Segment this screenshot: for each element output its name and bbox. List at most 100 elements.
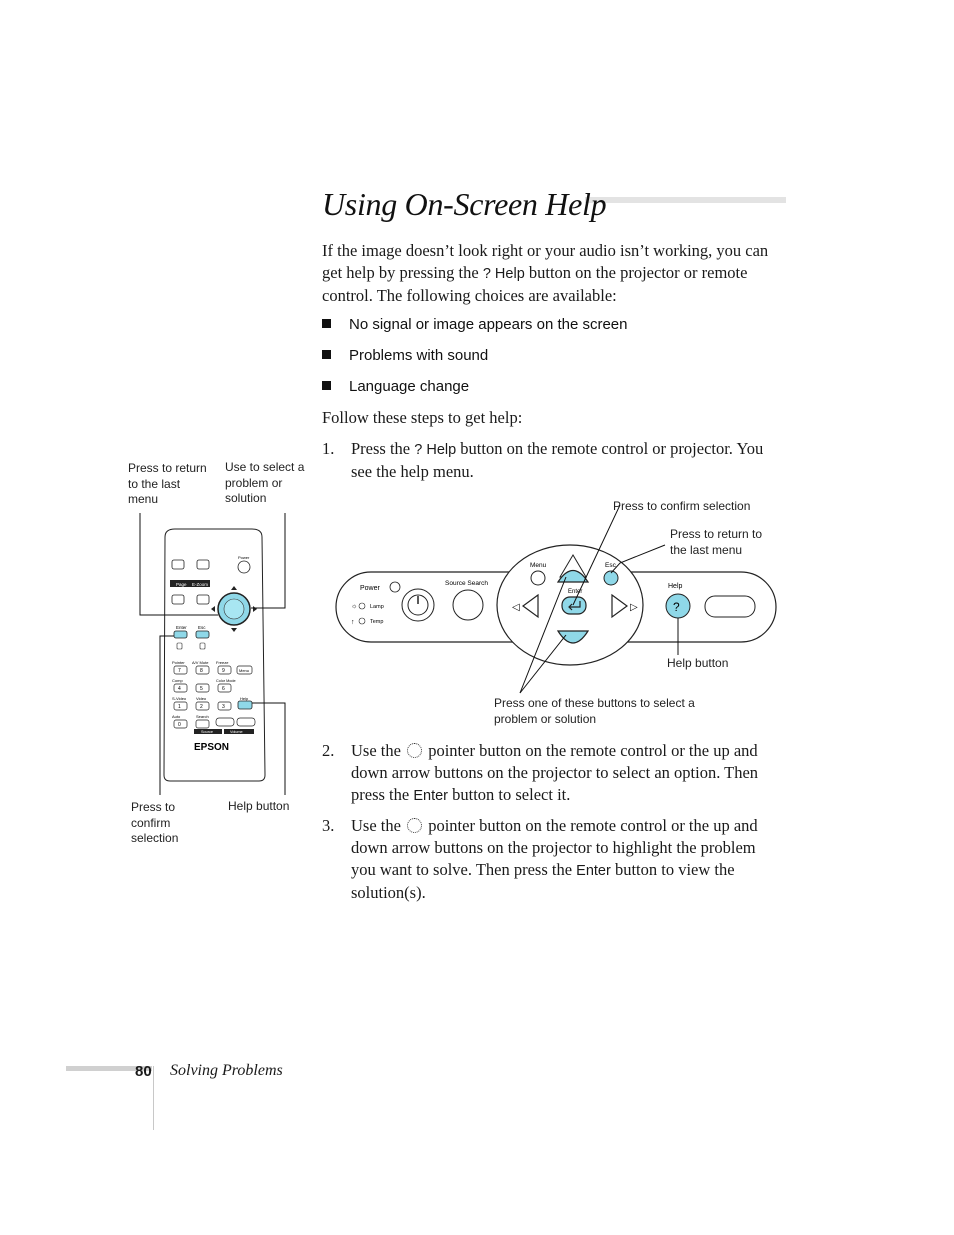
page-title: Using On-Screen Help bbox=[322, 186, 607, 222]
remote-ezoom-text: E-Zoom bbox=[192, 582, 208, 587]
svg-text:Volume: Volume bbox=[230, 730, 243, 734]
remote-control-illustration: Power Page E-Zoom Enter Esc Pointer A/V … bbox=[139, 513, 286, 795]
keypad-button bbox=[173, 665, 188, 675]
svg-text:8: 8 bbox=[200, 668, 203, 674]
callout-line bbox=[139, 513, 218, 616]
keypad-button bbox=[195, 665, 210, 675]
remote-colormode-text: Color Mode bbox=[216, 679, 236, 683]
remote-svideo-text: S-Video bbox=[172, 696, 187, 701]
remote-pointer-text: Pointer bbox=[172, 660, 185, 665]
step-1: 1. Press the ? Help button on the remote… bbox=[322, 439, 764, 481]
volume-down-icon: ◁ bbox=[512, 602, 520, 613]
panel-help-label: Help button bbox=[667, 656, 729, 670]
panel-temp-text: Temp bbox=[370, 619, 383, 625]
pointer-icon bbox=[407, 818, 423, 833]
remote-help-label: Help button bbox=[228, 799, 290, 813]
bullet-item: No signal or image appears on the screen bbox=[322, 316, 628, 333]
menu-button bbox=[530, 570, 546, 586]
remote-button bbox=[196, 559, 210, 570]
svg-text:Source: Source bbox=[201, 730, 213, 734]
page-number: 80 bbox=[135, 1063, 152, 1080]
keypad-button bbox=[217, 683, 232, 693]
step-number: 1. bbox=[322, 439, 335, 458]
source-search-button bbox=[452, 589, 484, 621]
panel-lamp-text: Lamp bbox=[370, 604, 384, 610]
arrow-left-icon bbox=[211, 606, 215, 612]
svg-text:1: 1 bbox=[178, 704, 181, 710]
remote-auto-text: Auto bbox=[172, 714, 181, 719]
enter-key-label: Enter bbox=[576, 863, 611, 879]
sensor-window bbox=[704, 595, 756, 618]
bullet-item: Problems with sound bbox=[322, 347, 488, 364]
volume-up-icon: ▷ bbox=[630, 602, 638, 613]
remote-return-label: Press to return to the last menu bbox=[128, 461, 207, 506]
remote-select-label: Use to select a problem or solution bbox=[225, 460, 305, 505]
keypad-button bbox=[173, 719, 188, 729]
svg-text:9: 9 bbox=[222, 668, 225, 674]
panel-return-label: Press to return to the last menu bbox=[670, 527, 763, 557]
keypad-button bbox=[173, 683, 188, 693]
keypad-button bbox=[217, 701, 232, 711]
intro-text-2: button on the projector or remote contro… bbox=[322, 263, 748, 305]
remote-freeze-text: Freeze bbox=[216, 660, 229, 665]
callout-line bbox=[610, 544, 666, 574]
footer-bar bbox=[66, 1066, 152, 1071]
lamp-icon: ☼ bbox=[351, 603, 357, 610]
temp-icon: ↑ bbox=[351, 619, 355, 626]
enter-button bbox=[173, 630, 188, 639]
remote-button bbox=[196, 594, 210, 605]
panel-select-label: Press one of these buttons to select a p… bbox=[494, 696, 695, 726]
footer-divider bbox=[153, 1066, 154, 1130]
remote-avmute-text: A/V Mute bbox=[192, 660, 209, 665]
heading-rule bbox=[585, 197, 786, 203]
intro-paragraph: If the image doesn’t look right or your … bbox=[322, 240, 782, 307]
panel-esc-text: Esc bbox=[605, 562, 617, 569]
volume-bar bbox=[224, 729, 254, 734]
follow-text: Follow these steps to get help: bbox=[322, 408, 523, 427]
remote-confirm-label: Press to confirm selection bbox=[131, 800, 179, 845]
help-key-label: ? Help bbox=[414, 442, 457, 458]
bullet-square bbox=[322, 381, 331, 390]
help-icon: ? bbox=[673, 600, 680, 614]
enter-icon bbox=[568, 601, 581, 611]
step-number: 2. bbox=[322, 741, 335, 760]
arrow-up-icon bbox=[231, 586, 237, 590]
intro-text-1: If the image doesn’t look right or your … bbox=[322, 241, 769, 282]
step-3: 3. Use the pointer button on the remote … bbox=[322, 816, 758, 902]
lamp-light bbox=[358, 602, 366, 610]
step-2: 2. Use the pointer button on the remote … bbox=[322, 741, 759, 804]
remote-page-text: Page bbox=[176, 582, 187, 587]
bullet-item: Language change bbox=[322, 378, 469, 395]
remote-button bbox=[171, 594, 185, 605]
left-arrow-button bbox=[521, 593, 539, 619]
callout-line bbox=[252, 702, 286, 795]
callout-line bbox=[519, 634, 567, 694]
remote-enter-text: Enter bbox=[176, 625, 187, 630]
power-icon bbox=[237, 560, 251, 574]
svg-text:7: 7 bbox=[178, 668, 181, 674]
remote-video-text: Video bbox=[196, 696, 207, 701]
help-key bbox=[237, 700, 253, 710]
volume-key bbox=[236, 717, 256, 727]
remote-power-text: Power bbox=[238, 555, 250, 560]
power-light bbox=[389, 581, 401, 593]
remote-search-text: Search bbox=[196, 714, 209, 719]
svg-text:Menu: Menu bbox=[239, 668, 249, 673]
section-name: Solving Problems bbox=[170, 1062, 283, 1079]
step-number: 3. bbox=[322, 816, 335, 835]
menu-key bbox=[236, 665, 253, 675]
right-arrow-button bbox=[611, 593, 629, 619]
page-ezoom-bar bbox=[170, 580, 210, 587]
panel-menu-text: Menu bbox=[530, 562, 547, 569]
epson-logo: EPSON bbox=[194, 742, 229, 753]
keypad-button bbox=[173, 701, 188, 711]
remote-help-text: Help bbox=[240, 696, 249, 701]
keypad-button bbox=[217, 665, 232, 675]
panel-source-text: Source Search bbox=[445, 580, 488, 587]
callout-line bbox=[251, 513, 286, 609]
arrow-down-icon bbox=[231, 628, 237, 632]
callout-line bbox=[519, 576, 567, 694]
down-arrow-button bbox=[556, 630, 590, 644]
svg-text:2: 2 bbox=[200, 704, 203, 710]
svg-text:6: 6 bbox=[222, 686, 225, 692]
